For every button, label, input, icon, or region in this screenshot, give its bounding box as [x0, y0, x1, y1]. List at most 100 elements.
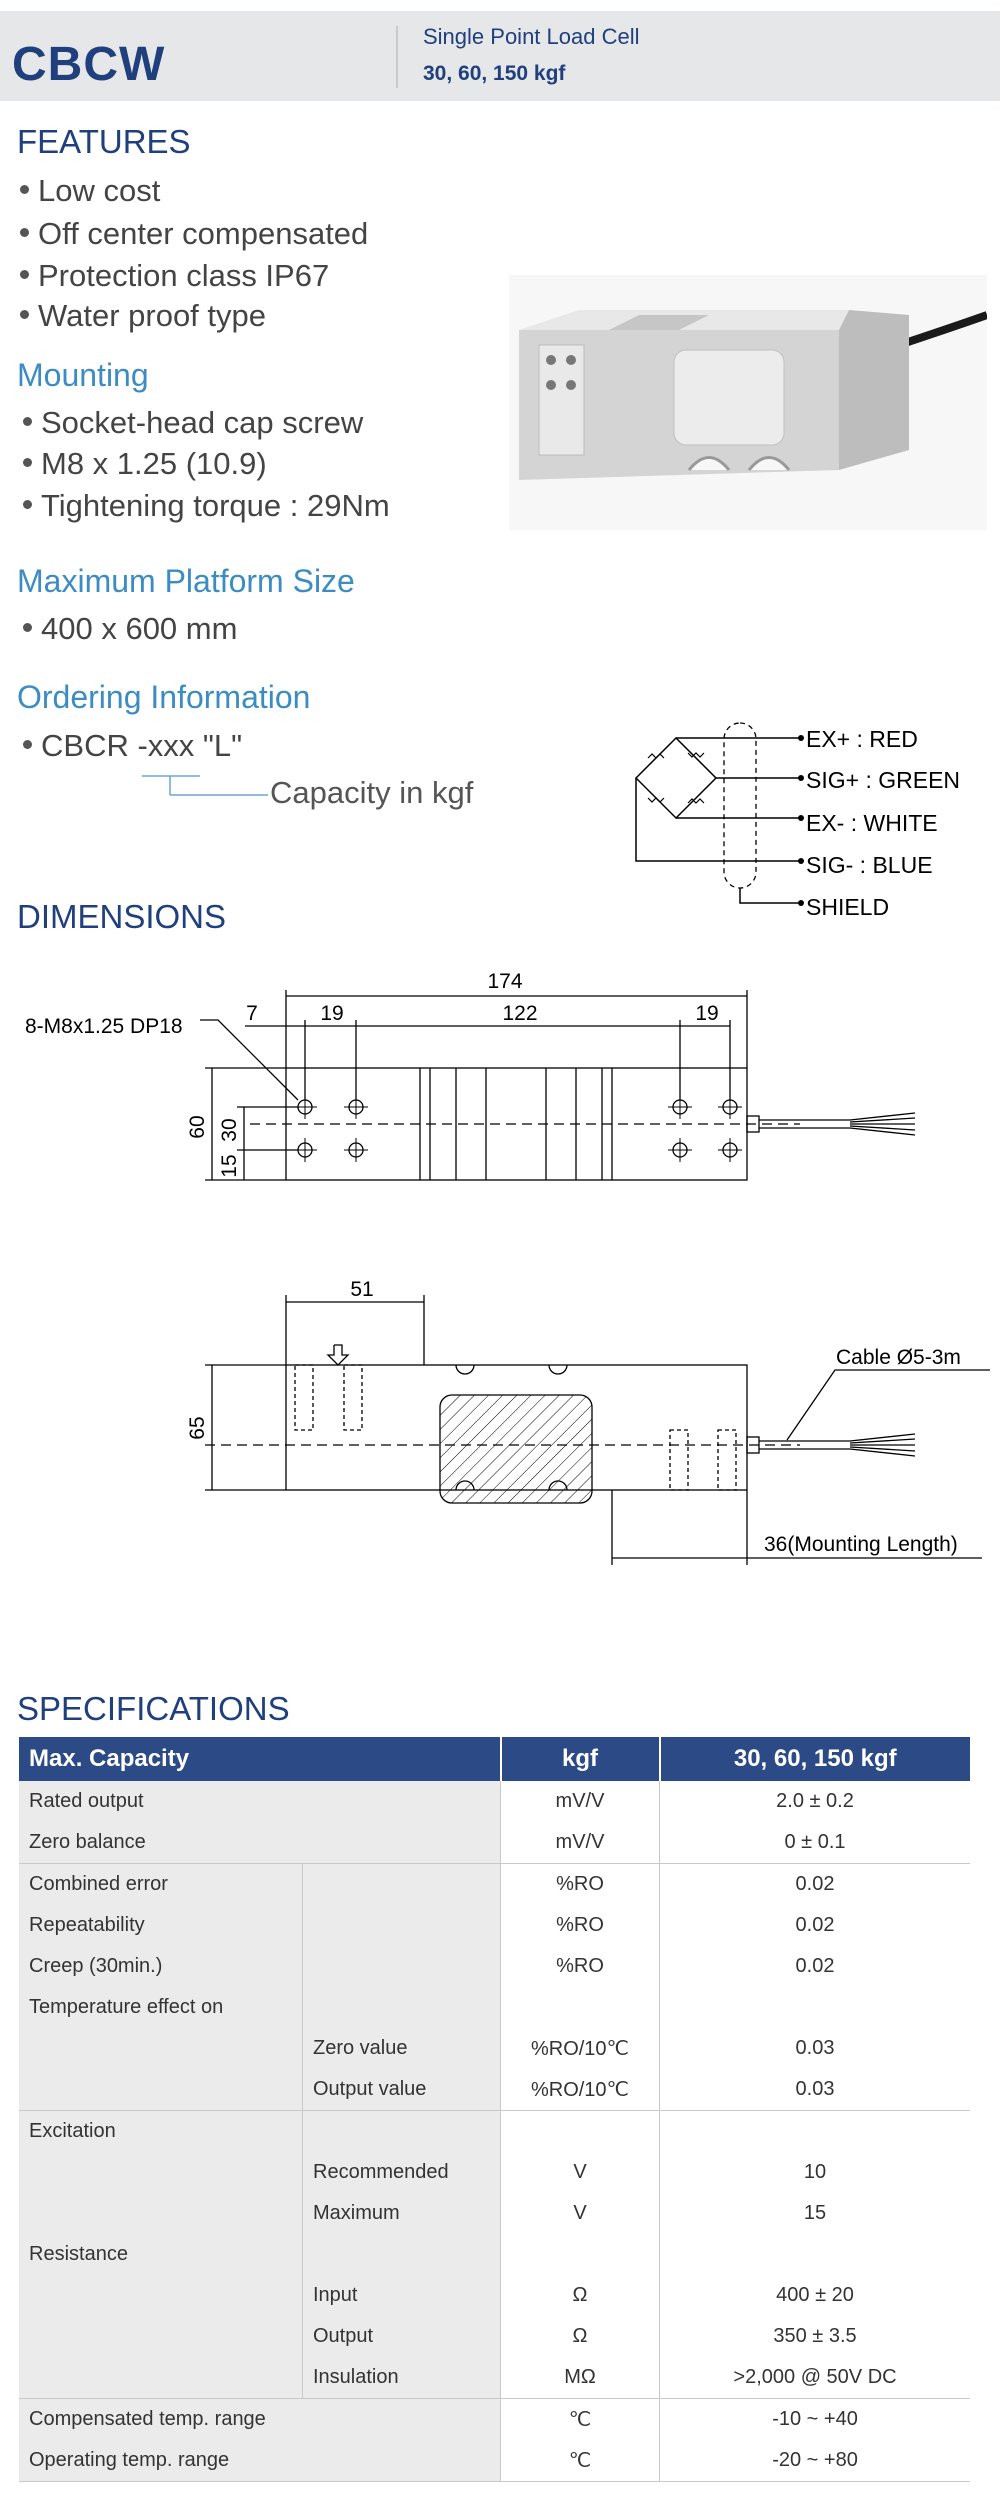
spec-value: 0.02	[795, 1955, 835, 1977]
spec-unit: Ω	[500, 2275, 660, 2316]
dim-65: 65	[186, 1416, 209, 1439]
spec-label	[19, 2193, 303, 2234]
spec-header-capacity: Max. Capacity	[19, 1737, 502, 1781]
spec-unit: Ω	[500, 2316, 660, 2357]
spec-value: 400 ± 20	[776, 2284, 854, 2306]
spec-unit: %RO/10℃	[500, 2028, 660, 2069]
spec-sublabel: Zero value	[302, 2028, 501, 2069]
wiring-diagram	[634, 722, 804, 906]
spec-unit: %RO	[500, 1863, 660, 1905]
spec-unit: %RO	[500, 1946, 660, 1987]
spec-unit: %RO/10℃	[500, 2069, 660, 2111]
dim-122: 122	[502, 1002, 537, 1025]
spec-label	[19, 2152, 303, 2193]
product-subtitle: Single Point Load Cell	[423, 24, 640, 49]
spec-row: Repeatability %RO 0.02	[19, 1905, 970, 1946]
spec-value: 0.02	[659, 1863, 970, 1905]
spec-sublabel	[302, 1987, 501, 2028]
spec-label: Resistance	[19, 2234, 303, 2275]
platform-item: 400 x 600 mm	[23, 611, 237, 647]
wire-label-exc-neg: EX- : WHITE	[806, 810, 938, 836]
spec-value: -10 ~ +40	[659, 2398, 970, 2440]
thread-callout: 8-M8x1.25 DP18	[25, 1015, 183, 1038]
dim-19-right: 19	[695, 1002, 718, 1025]
ordering-title: Ordering Information	[17, 679, 311, 715]
mounting-title: Mounting	[17, 357, 149, 393]
spec-label: Rated output	[19, 1781, 501, 1822]
platform-title: Maximum Platform Size	[17, 563, 355, 599]
specifications-title: SPECIFICATIONS	[17, 1690, 290, 1727]
spec-label	[19, 2069, 303, 2111]
specifications-table: Max. Capacity kgf 30, 60, 150 kgf Rated …	[19, 1737, 970, 2482]
spec-unit: ℃	[500, 2398, 660, 2440]
spec-value: 350 ± 3.5	[773, 2325, 857, 2347]
ordering-code: CBCR -xxx "L"	[23, 728, 242, 764]
dim-15: 15	[218, 1154, 241, 1177]
dim-174: 174	[487, 970, 522, 993]
spec-label: Creep (30min.)	[19, 1946, 303, 1987]
spec-sublabel: Input	[302, 2275, 501, 2316]
spec-label	[19, 2316, 303, 2357]
spec-value: -20 ~ +80	[659, 2440, 970, 2482]
spec-unit	[500, 1987, 660, 2028]
dimension-drawing: 174 7 19 122 19 8-M8x1.25 DP18 60 30 15 …	[25, 970, 990, 1565]
spec-header-unit: kgf	[500, 1737, 661, 1781]
spec-sublabel: Insulation	[302, 2357, 501, 2399]
dim-7: 7	[246, 1002, 258, 1025]
spec-sublabel	[302, 2234, 501, 2275]
spec-value: 0.03	[795, 2078, 835, 2100]
cable-label: Cable Ø5-3m	[836, 1346, 961, 1369]
spec-row: Compensated temp. range℃-10 ~ +40	[19, 2398, 970, 2440]
spec-label: Zero balance	[19, 1822, 501, 1864]
features-title: FEATURES	[17, 123, 191, 160]
spec-unit: MΩ	[500, 2357, 660, 2399]
mounting-length-label: 36(Mounting Length)	[764, 1533, 958, 1556]
spec-sublabel	[302, 2110, 501, 2152]
spec-label: Repeatability	[19, 1905, 303, 1946]
spec-header-row: Max. Capacity kgf 30, 60, 150 kgf	[19, 1737, 970, 1781]
spec-row: Temperature effect on	[19, 1987, 970, 2028]
spec-value	[660, 1987, 971, 2028]
spec-unit	[500, 2110, 660, 2152]
spec-label	[19, 2028, 303, 2069]
spec-unit	[500, 2234, 660, 2275]
spec-unit: V	[500, 2152, 660, 2193]
spec-value: 15	[803, 2202, 827, 2224]
dim-19-left: 19	[320, 1002, 343, 1025]
mounting-item: M8 x 1.25 (10.9)	[23, 446, 267, 482]
spec-sublabel: Recommended	[302, 2152, 501, 2193]
feature-item: Low cost	[20, 173, 160, 209]
feature-item: Off center compensated	[20, 216, 368, 252]
spec-value: 10	[803, 2161, 827, 2183]
spec-sublabel	[302, 1863, 501, 1905]
spec-row: Operating temp. range℃-20 ~ +80	[19, 2440, 970, 2482]
spec-label: Combined error	[19, 1863, 303, 1905]
capacity-note: Capacity in kgf	[270, 775, 474, 810]
spec-value	[659, 2110, 970, 2152]
spec-unit: mV/V	[500, 1822, 660, 1864]
ordering-leader-line	[142, 775, 268, 796]
spec-sublabel: Output	[302, 2316, 501, 2357]
spec-sublabel: Maximum	[302, 2193, 501, 2234]
spec-unit: %RO	[500, 1905, 660, 1946]
spec-unit: mV/V	[500, 1781, 660, 1822]
spec-value: 0.02	[795, 1914, 835, 1936]
mounting-item: Tightening torque : 29Nm	[23, 488, 390, 524]
load-cell-photo	[509, 275, 987, 530]
spec-label: Temperature effect on	[19, 1987, 303, 2028]
spec-label: Operating temp. range	[19, 2440, 501, 2482]
feature-item: Water proof type	[20, 298, 266, 334]
mounting-item: Socket-head cap screw	[23, 405, 363, 441]
spec-value	[660, 2234, 971, 2275]
product-capacities: 30, 60, 150 kgf	[423, 62, 566, 85]
spec-sublabel	[302, 1905, 501, 1946]
spec-unit: V	[500, 2193, 660, 2234]
